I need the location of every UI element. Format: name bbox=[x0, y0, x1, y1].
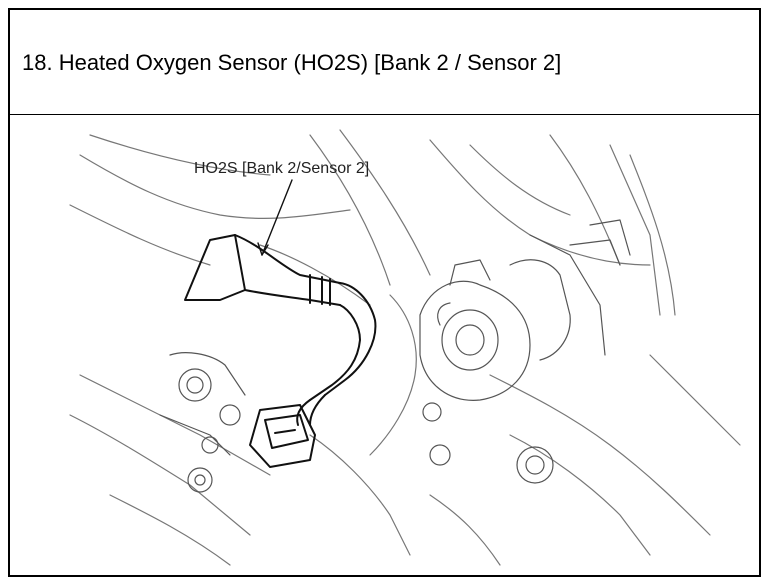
engine-outlines bbox=[69, 129, 741, 566]
bracket-assembly bbox=[419, 219, 631, 484]
line-drawing: HO2S [Bank 2/Sensor 2] bbox=[69, 129, 741, 566]
callout-arrowhead bbox=[257, 242, 269, 256]
callout-leader bbox=[261, 179, 293, 256]
oxygen-sensor bbox=[184, 234, 377, 468]
title-bar: 18. Heated Oxygen Sensor (HO2S) [Bank 2 … bbox=[10, 10, 759, 115]
left-components bbox=[159, 352, 246, 493]
document-frame: 18. Heated Oxygen Sensor (HO2S) [Bank 2 … bbox=[8, 8, 761, 577]
engine-diagram: HO2S [Bank 2/Sensor 2] bbox=[10, 115, 759, 575]
callout-label: HO2S [Bank 2/Sensor 2] bbox=[194, 160, 369, 177]
page-title: 18. Heated Oxygen Sensor (HO2S) [Bank 2 … bbox=[22, 50, 562, 75]
